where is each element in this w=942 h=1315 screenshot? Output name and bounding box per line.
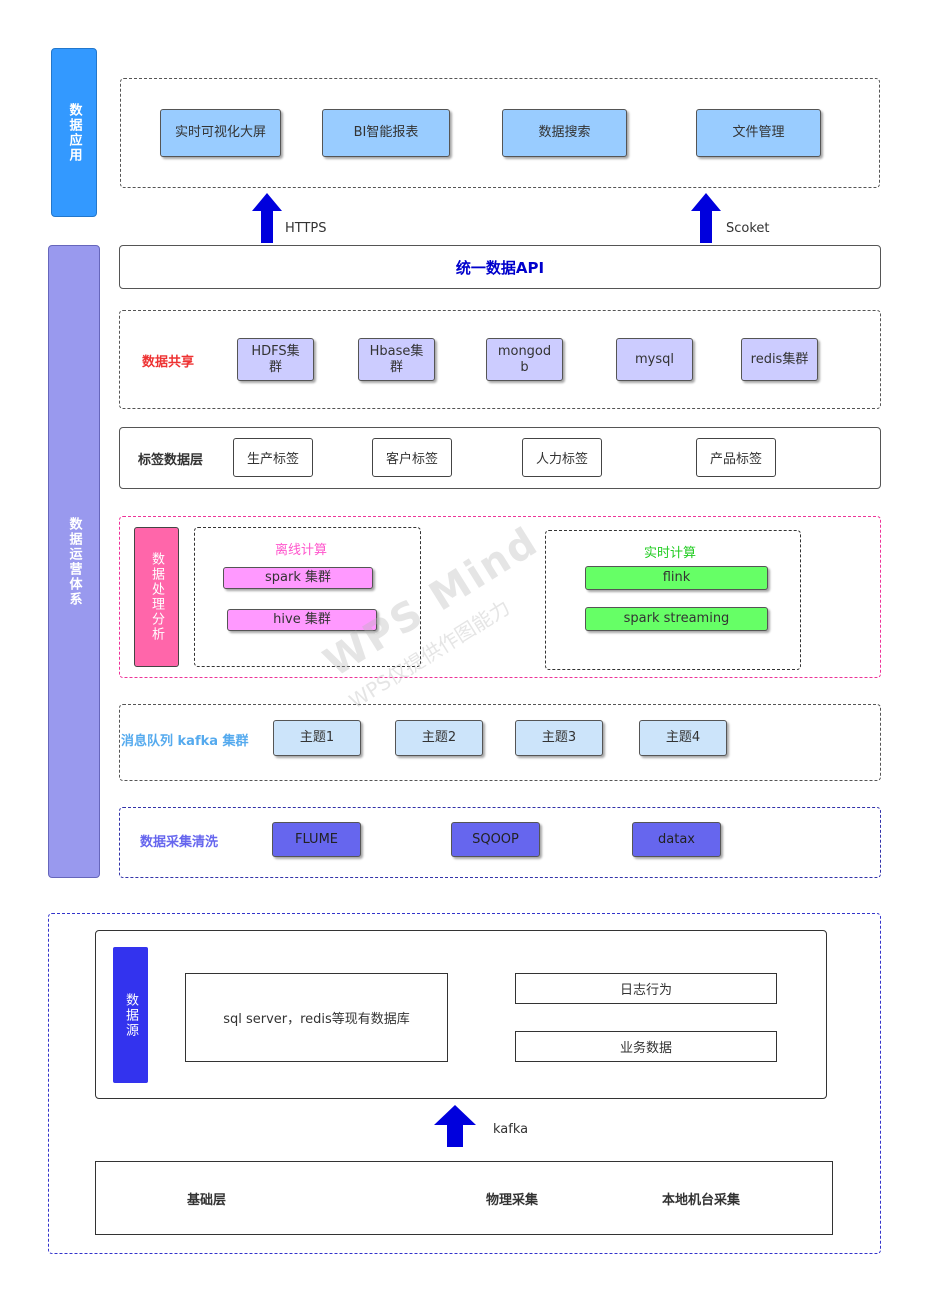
app-node-realtime-screen[interactable]: 实时可视化大屏 <box>160 109 281 157</box>
tag-label: 人力标签 <box>535 452 588 467</box>
scoket-label: Scoket <box>726 221 770 236</box>
realtime-node-flink[interactable]: flink <box>585 566 768 590</box>
operations-band-label: 数据运营体系 <box>66 516 82 607</box>
realtime-node-label: flink <box>662 570 691 585</box>
topic-label: 主题1 <box>299 730 335 745</box>
source-outer-container <box>48 913 881 1254</box>
share-node-mysql[interactable]: mysql <box>616 338 693 381</box>
kafka-label: kafka <box>493 1122 529 1137</box>
source-item-log-behavior[interactable]: 日志行为 <box>515 973 777 1004</box>
app-node-data-search[interactable]: 数据搜索 <box>502 109 627 157</box>
ingest-node-label: FLUME <box>294 831 339 847</box>
source-item-business-data[interactable]: 业务数据 <box>515 1031 777 1062</box>
app-node-bi-report[interactable]: BI智能报表 <box>322 109 450 157</box>
app-node-label: 实时可视化大屏 <box>174 125 266 140</box>
ingest-container <box>119 807 881 878</box>
base-layer-container <box>95 1161 833 1235</box>
app-node-label: 文件管理 <box>732 125 785 140</box>
tag-customer[interactable]: 客户标签 <box>372 438 452 477</box>
topic-label: 主题3 <box>541 730 577 745</box>
share-node-mongodb[interactable]: mongodb <box>486 338 563 381</box>
ingest-node-datax[interactable]: datax <box>632 822 721 857</box>
source-item-label: 业务数据 <box>619 1041 672 1056</box>
realtime-compute-title: 实时计算 <box>644 546 697 561</box>
share-node-label: mongodb <box>497 343 552 375</box>
realtime-node-label: spark streaming <box>623 611 730 626</box>
source-band: 数据源 <box>113 947 148 1083</box>
app-node-label: 数据搜索 <box>538 125 591 140</box>
application-band-label: 数据应用 <box>66 102 82 163</box>
tags-container <box>119 427 881 489</box>
source-db-box[interactable]: sql server，redis等现有数据库 <box>185 973 448 1062</box>
share-node-hdfs[interactable]: HDFS集群 <box>237 338 314 381</box>
source-item-label: 日志行为 <box>619 983 672 998</box>
tag-label: 客户标签 <box>385 452 438 467</box>
offline-node-hive[interactable]: hive 集群 <box>227 609 377 631</box>
scoket-arrow-icon <box>691 193 721 243</box>
tag-label: 产品标签 <box>709 452 762 467</box>
application-band: 数据应用 <box>51 48 97 217</box>
source-db-label: sql server，redis等现有数据库 <box>223 1012 410 1027</box>
app-node-file-management[interactable]: 文件管理 <box>696 109 821 157</box>
sharing-label: 数据共享 <box>142 355 195 370</box>
sharing-container <box>119 310 881 409</box>
offline-node-label: hive 集群 <box>273 612 331 627</box>
physical-collection-label: 物理采集 <box>486 1193 539 1208</box>
share-node-label: Hbase集群 <box>369 343 424 375</box>
offline-compute-container <box>194 527 421 667</box>
topic-node-3[interactable]: 主题3 <box>515 720 603 756</box>
unified-api-title: 统一数据API <box>455 258 545 277</box>
application-container <box>120 78 880 188</box>
queue-label: 消息队列 kafka 集群 <box>121 734 249 749</box>
ingest-node-label: SQOOP <box>472 831 519 847</box>
share-node-label: redis集群 <box>750 351 809 367</box>
topic-node-4[interactable]: 主题4 <box>639 720 727 756</box>
processing-label: 数据处理分析 <box>149 552 164 642</box>
source-band-label: 数据源 <box>123 992 138 1038</box>
ingest-label: 数据采集清洗 <box>140 835 219 850</box>
base-layer-label: 基础层 <box>187 1193 227 1208</box>
share-node-label: HDFS集群 <box>251 343 300 375</box>
offline-node-label: spark 集群 <box>265 570 331 585</box>
topic-label: 主题2 <box>421 730 457 745</box>
offline-compute-title: 离线计算 <box>275 543 328 558</box>
local-machine-collection-label: 本地机台采集 <box>662 1193 741 1208</box>
realtime-compute-container <box>545 530 801 670</box>
tags-label: 标签数据层 <box>138 453 204 468</box>
source-inner-container <box>95 930 827 1099</box>
tag-label: 生产标签 <box>246 452 299 467</box>
app-node-label: BI智能报表 <box>353 125 419 140</box>
tag-product[interactable]: 产品标签 <box>696 438 776 477</box>
realtime-node-spark-streaming[interactable]: spark streaming <box>585 607 768 631</box>
processing-label-block: 数据处理分析 <box>134 527 179 667</box>
operations-band: 数据运营体系 <box>48 245 100 878</box>
ingest-node-label: datax <box>658 831 695 847</box>
share-node-label: mysql <box>635 351 674 367</box>
share-node-redis[interactable]: redis集群 <box>741 338 818 381</box>
unified-api-bar: 统一数据API <box>119 245 881 289</box>
processing-container <box>119 516 881 678</box>
tag-production[interactable]: 生产标签 <box>233 438 313 477</box>
ingest-node-flume[interactable]: FLUME <box>272 822 361 857</box>
offline-node-spark[interactable]: spark 集群 <box>223 567 373 589</box>
queue-container <box>119 704 881 781</box>
topic-node-2[interactable]: 主题2 <box>395 720 483 756</box>
ingest-node-sqoop[interactable]: SQOOP <box>451 822 540 857</box>
tag-human-resources[interactable]: 人力标签 <box>522 438 602 477</box>
share-node-hbase[interactable]: Hbase集群 <box>358 338 435 381</box>
https-label: HTTPS <box>285 221 327 236</box>
https-arrow-icon <box>252 193 282 243</box>
kafka-arrow-icon <box>434 1105 476 1147</box>
topic-node-1[interactable]: 主题1 <box>273 720 361 756</box>
topic-label: 主题4 <box>665 730 701 745</box>
